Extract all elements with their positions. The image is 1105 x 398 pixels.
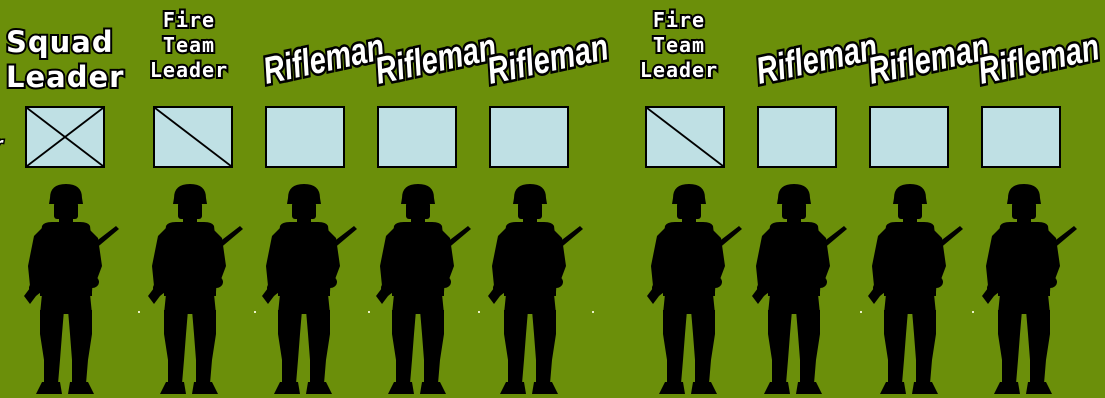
diagonal-mark <box>647 108 723 166</box>
label-rifleman-2: Rifleman <box>371 29 500 92</box>
soldier-silhouette-squad-leader <box>20 184 120 396</box>
label-rifleman-1: Rifleman <box>259 29 388 92</box>
soldier-silhouette-rifleman-2 <box>372 184 472 396</box>
label-rifleman-6: Rifleman <box>974 29 1103 92</box>
symbol-rifleman-2 <box>377 106 457 168</box>
ground-dot <box>592 311 594 313</box>
symbol-rifleman-6 <box>981 106 1061 168</box>
symbol-rifleman-1 <box>265 106 345 168</box>
label-squad-leader: Squad Leader <box>6 28 110 92</box>
soldier-silhouette-fire-team-leader-1 <box>144 184 244 396</box>
label-rifleman-3: Rifleman <box>483 29 612 92</box>
cross-mark <box>27 108 103 166</box>
soldier-silhouette-rifleman-6 <box>978 184 1078 396</box>
label-rifleman-4: Rifleman <box>752 29 881 92</box>
ground-dot <box>972 311 974 313</box>
soldier-silhouette-rifleman-4 <box>748 184 848 396</box>
clipped-edge-text: r <box>0 132 3 158</box>
symbol-fire-team-leader-2 <box>645 106 725 168</box>
label-fire-team-leader-1: Fire Team Leader <box>130 10 248 80</box>
symbol-rifleman-3 <box>489 106 569 168</box>
soldier-silhouette-rifleman-1 <box>258 184 358 396</box>
soldier-silhouette-rifleman-3 <box>484 184 584 396</box>
ground-dot <box>368 311 370 313</box>
ground-dot <box>138 311 140 313</box>
label-fire-team-leader-2: Fire Team Leader <box>620 10 738 80</box>
label-rifleman-5: Rifleman <box>864 29 993 92</box>
symbol-fire-team-leader-1 <box>153 106 233 168</box>
ground-dot <box>254 311 256 313</box>
soldier-silhouette-rifleman-5 <box>864 184 964 396</box>
diagonal-mark <box>155 108 231 166</box>
symbol-rifleman-5 <box>869 106 949 168</box>
symbol-squad-leader <box>25 106 105 168</box>
symbol-rifleman-4 <box>757 106 837 168</box>
soldier-silhouette-fire-team-leader-2 <box>643 184 743 396</box>
ground-dot <box>478 311 480 313</box>
ground-dot <box>860 311 862 313</box>
